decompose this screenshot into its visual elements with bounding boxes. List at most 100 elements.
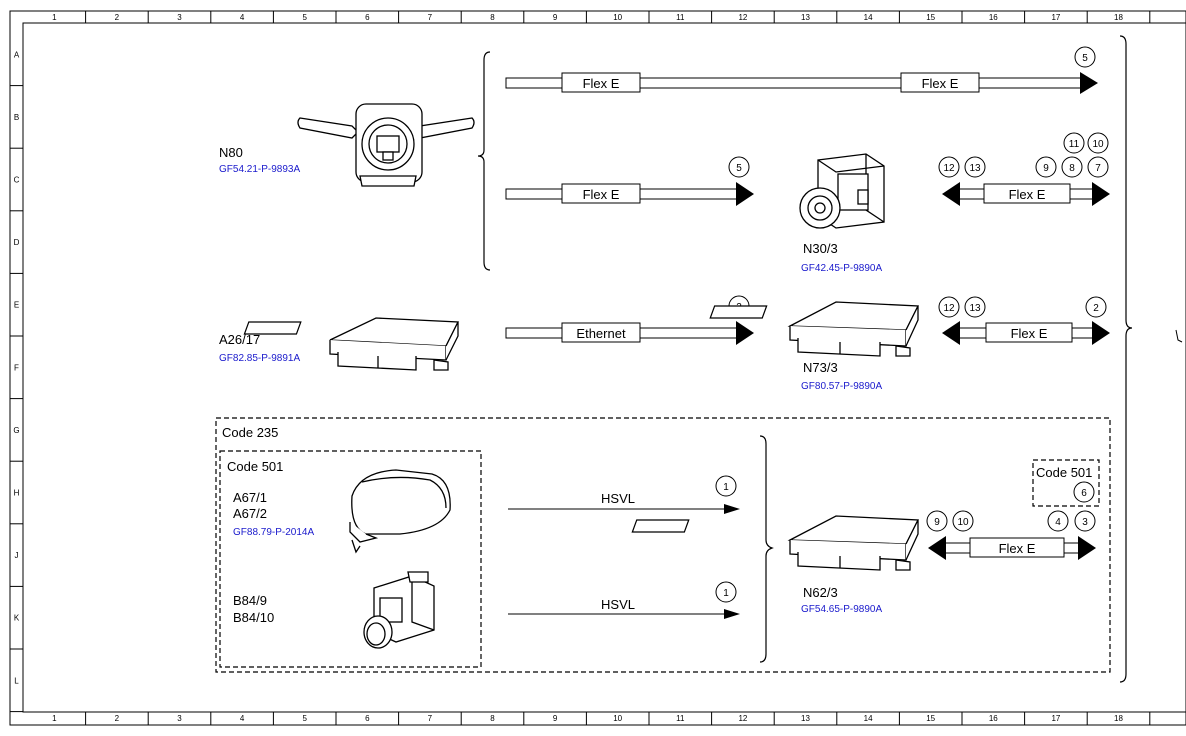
a26-17-label: A26/17 — [219, 332, 260, 347]
n62-3-ref-link[interactable]: GF54.65-P-9890A — [801, 604, 882, 615]
hsvl-label-1: HSVL — [601, 491, 635, 506]
hsvl-line-2 — [508, 609, 740, 619]
marker-7-n30: 7 — [1087, 156, 1109, 178]
ruler-row-left: A — [14, 50, 20, 59]
ruler-col-bottom: 14 — [864, 714, 873, 723]
ethernet-bus — [505, 321, 754, 345]
marker-9-n62: 9 — [926, 510, 948, 532]
n80-module-image — [297, 103, 475, 187]
b84-10-label: B84/10 — [233, 610, 274, 625]
ruler-col-bottom: 12 — [738, 714, 747, 723]
marker-5-n80: 5 — [728, 156, 750, 178]
marker-9-n30: 9 — [1035, 156, 1057, 178]
hsvl-line-1 — [508, 504, 740, 514]
inner-frame — [22, 22, 1186, 713]
ruler-col-bottom: 2 — [115, 714, 120, 723]
ruler-row-left: G — [13, 426, 19, 435]
hsvl-label-2: HSVL — [601, 597, 635, 612]
svg-text:12: 12 — [943, 163, 955, 174]
code-501-right-box — [1032, 459, 1100, 507]
n80-ref-link[interactable]: GF54.21-P-9893A — [219, 164, 300, 175]
marker-10: 10 — [1087, 132, 1109, 154]
code-501-right-label: Code 501 — [1036, 465, 1092, 480]
marker-1-hsvl2: 1 — [715, 581, 737, 603]
a67-2-label: A67/2 — [233, 506, 267, 521]
n30-3-flexe-bidir — [942, 182, 1110, 206]
outer-frame — [9, 10, 1186, 726]
svg-text:10: 10 — [1092, 139, 1104, 150]
ruler-row-left: B — [14, 113, 19, 122]
n62-3-flexe-bidir — [928, 536, 1096, 560]
ruler-col-top: 6 — [365, 13, 370, 22]
svg-text:9: 9 — [1043, 163, 1049, 174]
n73-3-ref-link[interactable]: GF80.57-P-9890A — [801, 381, 882, 392]
a26-17-module-image — [243, 317, 460, 371]
svg-text:13: 13 — [969, 163, 981, 174]
ruler-col-top: 2 — [115, 13, 120, 22]
marker-10-n62: 10 — [952, 510, 974, 532]
svg-text:1: 1 — [723, 482, 729, 493]
a67-ref-link[interactable]: GF88.79-P-2014A — [233, 527, 314, 538]
n62-3-module-image — [631, 515, 920, 571]
ruler-row-left: D — [14, 238, 20, 247]
code-235-label: Code 235 — [222, 425, 278, 440]
ruler-col-top: 5 — [302, 13, 307, 22]
ruler-col-bottom: 5 — [302, 714, 307, 723]
ruler-col-top: 18 — [1114, 13, 1123, 22]
svg-text:13: 13 — [969, 303, 981, 314]
svg-text:1: 1 — [723, 588, 729, 599]
marker-1-hsvl1: 1 — [715, 475, 737, 497]
svg-text:10: 10 — [957, 517, 969, 528]
ruler-col-top: 16 — [989, 13, 998, 22]
code-235-box — [215, 417, 1111, 673]
svg-text:5: 5 — [1082, 53, 1088, 64]
marker-13-n73: 13 — [964, 296, 986, 318]
ruler-col-bottom: 10 — [613, 714, 622, 723]
edge-fragment — [1175, 329, 1183, 343]
svg-text:6: 6 — [1081, 488, 1087, 499]
ruler-col-bottom: 13 — [801, 714, 810, 723]
ethernet-label: Ethernet — [576, 326, 626, 341]
n80-flexe-bus — [505, 182, 754, 206]
n62-3-flexe-label: Flex E — [999, 541, 1036, 556]
svg-text:4: 4 — [1055, 517, 1061, 528]
ruler-col-bottom: 9 — [553, 714, 558, 723]
ruler-row-left: H — [14, 489, 20, 498]
ruler-row-left: J — [15, 551, 19, 560]
ruler-col-bottom: 15 — [926, 714, 935, 723]
svg-text:3: 3 — [1082, 517, 1088, 528]
n73-3-flexe-label: Flex E — [1011, 326, 1048, 341]
n80-flexe-label: Flex E — [583, 187, 620, 202]
ruler-col-top: 11 — [676, 13, 685, 22]
n73-3-module-image — [709, 301, 920, 357]
ruler-col-top: 8 — [490, 13, 495, 22]
a26-17-ref-link[interactable]: GF82.85-P-9891A — [219, 353, 300, 364]
n73-3-label: N73/3 — [803, 360, 838, 375]
ruler-col-top: 4 — [240, 13, 245, 22]
ruler-row-left: E — [14, 301, 19, 310]
svg-text:12: 12 — [943, 303, 955, 314]
code-501-box — [219, 450, 482, 668]
n30-3-flexe-label: Flex E — [1009, 187, 1046, 202]
ruler-row-left: L — [14, 676, 19, 685]
ruler-row-left: F — [14, 363, 19, 372]
ruler-col-bottom: 16 — [989, 714, 998, 723]
ruler-col-top: 14 — [864, 13, 873, 22]
a67-1-label: A67/1 — [233, 490, 267, 505]
n30-3-module-image — [799, 153, 885, 229]
marker-4-n62: 4 — [1047, 510, 1069, 532]
code-501-label: Code 501 — [227, 459, 283, 474]
svg-text:5: 5 — [736, 163, 742, 174]
top-flexe-label-left: Flex E — [583, 76, 620, 91]
marker-2-n73: 2 — [1085, 296, 1107, 318]
ruler-col-bottom: 1 — [52, 714, 57, 723]
n30-3-ref-link[interactable]: GF42.45-P-9890A — [801, 263, 882, 274]
ruler-col-bottom: 4 — [240, 714, 245, 723]
n62-group-brace — [759, 435, 774, 663]
marker-3-n62: 3 — [1074, 510, 1096, 532]
marker-12-n30: 12 — [938, 156, 960, 178]
ruler-col-bottom: 3 — [177, 714, 182, 723]
